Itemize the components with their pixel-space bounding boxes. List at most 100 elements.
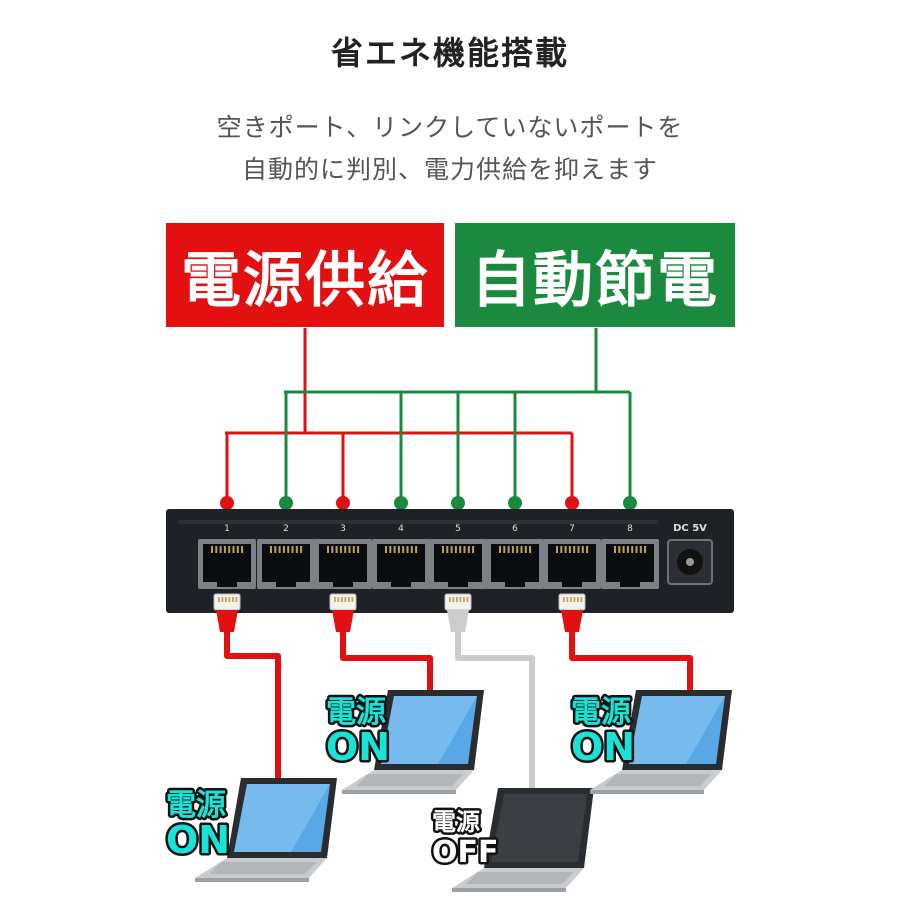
laptop-base-edge [452, 888, 566, 892]
plug-pin [235, 597, 238, 602]
jack-pin [581, 546, 584, 553]
plug-pin [218, 597, 220, 602]
port-8-mode-dot [623, 496, 637, 510]
plug-pin [570, 597, 572, 602]
jack-pin [459, 546, 462, 553]
jack-pin [507, 546, 510, 553]
jack-pin [415, 546, 418, 553]
jack-pin [270, 546, 272, 553]
laptop-keyboard [356, 774, 464, 786]
jack-pin [644, 546, 647, 553]
port-5-number: 5 [455, 524, 461, 534]
port-6-number: 6 [512, 524, 518, 534]
jack-pin [357, 546, 360, 553]
jack-pin [520, 546, 523, 553]
page-title: 省エネ機能搭載 [330, 34, 569, 72]
plug-pin [344, 597, 347, 602]
auto-saving-box: 自動節電 [455, 223, 735, 327]
port-8-number: 8 [627, 524, 633, 534]
jack-pin [556, 546, 558, 553]
jack-opening [491, 544, 539, 587]
jack-pin [529, 546, 532, 553]
jack-pin [274, 546, 277, 553]
jack-pin [385, 546, 387, 553]
jack-pin [211, 546, 213, 553]
laptop-screen-glare [381, 696, 477, 764]
jack-pin [228, 546, 231, 553]
jack-pin [282, 546, 285, 553]
jack-pin [454, 546, 457, 553]
plug-pin [459, 597, 462, 602]
jack-pin [524, 546, 527, 553]
jack-pin [516, 546, 519, 553]
jack-pin [393, 546, 396, 553]
jack-pin [568, 546, 571, 553]
cable-port-3 [340, 622, 433, 690]
device-status-line1: 電源 [571, 695, 631, 730]
plug-pin [232, 597, 234, 602]
plug-pin [334, 597, 336, 602]
device-status-line2: OFF [432, 835, 499, 870]
jack-pin [631, 546, 634, 553]
cable-plug [444, 593, 472, 632]
port-1-jack [198, 539, 256, 589]
jack-pin [215, 546, 218, 553]
plug-pin [463, 597, 465, 602]
jack-pin [232, 546, 235, 553]
jack-pin [352, 546, 355, 553]
power-supply-box: 電源供給 [166, 223, 444, 327]
port-4-mode-dot [394, 496, 408, 510]
auto-saving-label: 自動節電 [471, 245, 719, 316]
power-supply-label: 電源供給 [181, 245, 429, 316]
device-status-line2: ON [571, 725, 635, 769]
plug-pin [351, 597, 354, 602]
plug-pin [566, 597, 569, 602]
device-status-line2: ON [166, 818, 230, 862]
device-status-line1: 電源 [432, 808, 480, 836]
jack-pin [287, 546, 290, 553]
jack-pin [503, 546, 506, 553]
plug-pin [456, 597, 458, 602]
subtitle-line-1: 空きポート、リンクしていないポートを [216, 113, 684, 142]
port-7-mode-dot [565, 496, 579, 510]
jack-pin [463, 546, 466, 553]
jack-pin [564, 546, 567, 553]
laptop-base-edge [195, 878, 309, 882]
jack-opening [319, 544, 367, 587]
plug-pin [563, 597, 565, 602]
jack-pin [339, 546, 342, 553]
laptop-port-3 [342, 690, 484, 794]
cable-port-1 [224, 622, 281, 790]
jack-pin [327, 546, 329, 553]
laptop-base-edge [590, 790, 704, 794]
jack-pin [402, 546, 405, 553]
port-5-jack [429, 539, 487, 589]
port-2-jack [257, 539, 315, 589]
jack-pin [467, 546, 470, 553]
jack-pin [410, 546, 413, 553]
jack-pin [450, 546, 453, 553]
port-6-mode-dot [508, 496, 522, 510]
cable-plug [213, 593, 241, 632]
cable-port-7 [569, 622, 693, 690]
jack-opening [606, 544, 654, 587]
laptop-base-edge [342, 790, 456, 794]
jack-pin [622, 546, 625, 553]
jack-opening [548, 544, 596, 587]
cable-port-5 [455, 622, 535, 790]
jack-pin [331, 546, 334, 553]
jack-pin [219, 546, 222, 553]
jack-pin [499, 546, 501, 553]
plug-pin [573, 597, 576, 602]
port-7-jack [543, 539, 601, 589]
port-5-mode-dot [451, 496, 465, 510]
laptop-screen-glare [234, 784, 330, 852]
port-6-jack [486, 539, 544, 589]
jack-pin [278, 546, 281, 553]
port-3-jack [314, 539, 372, 589]
plug-pin [466, 597, 469, 602]
plug-pin [225, 597, 227, 602]
